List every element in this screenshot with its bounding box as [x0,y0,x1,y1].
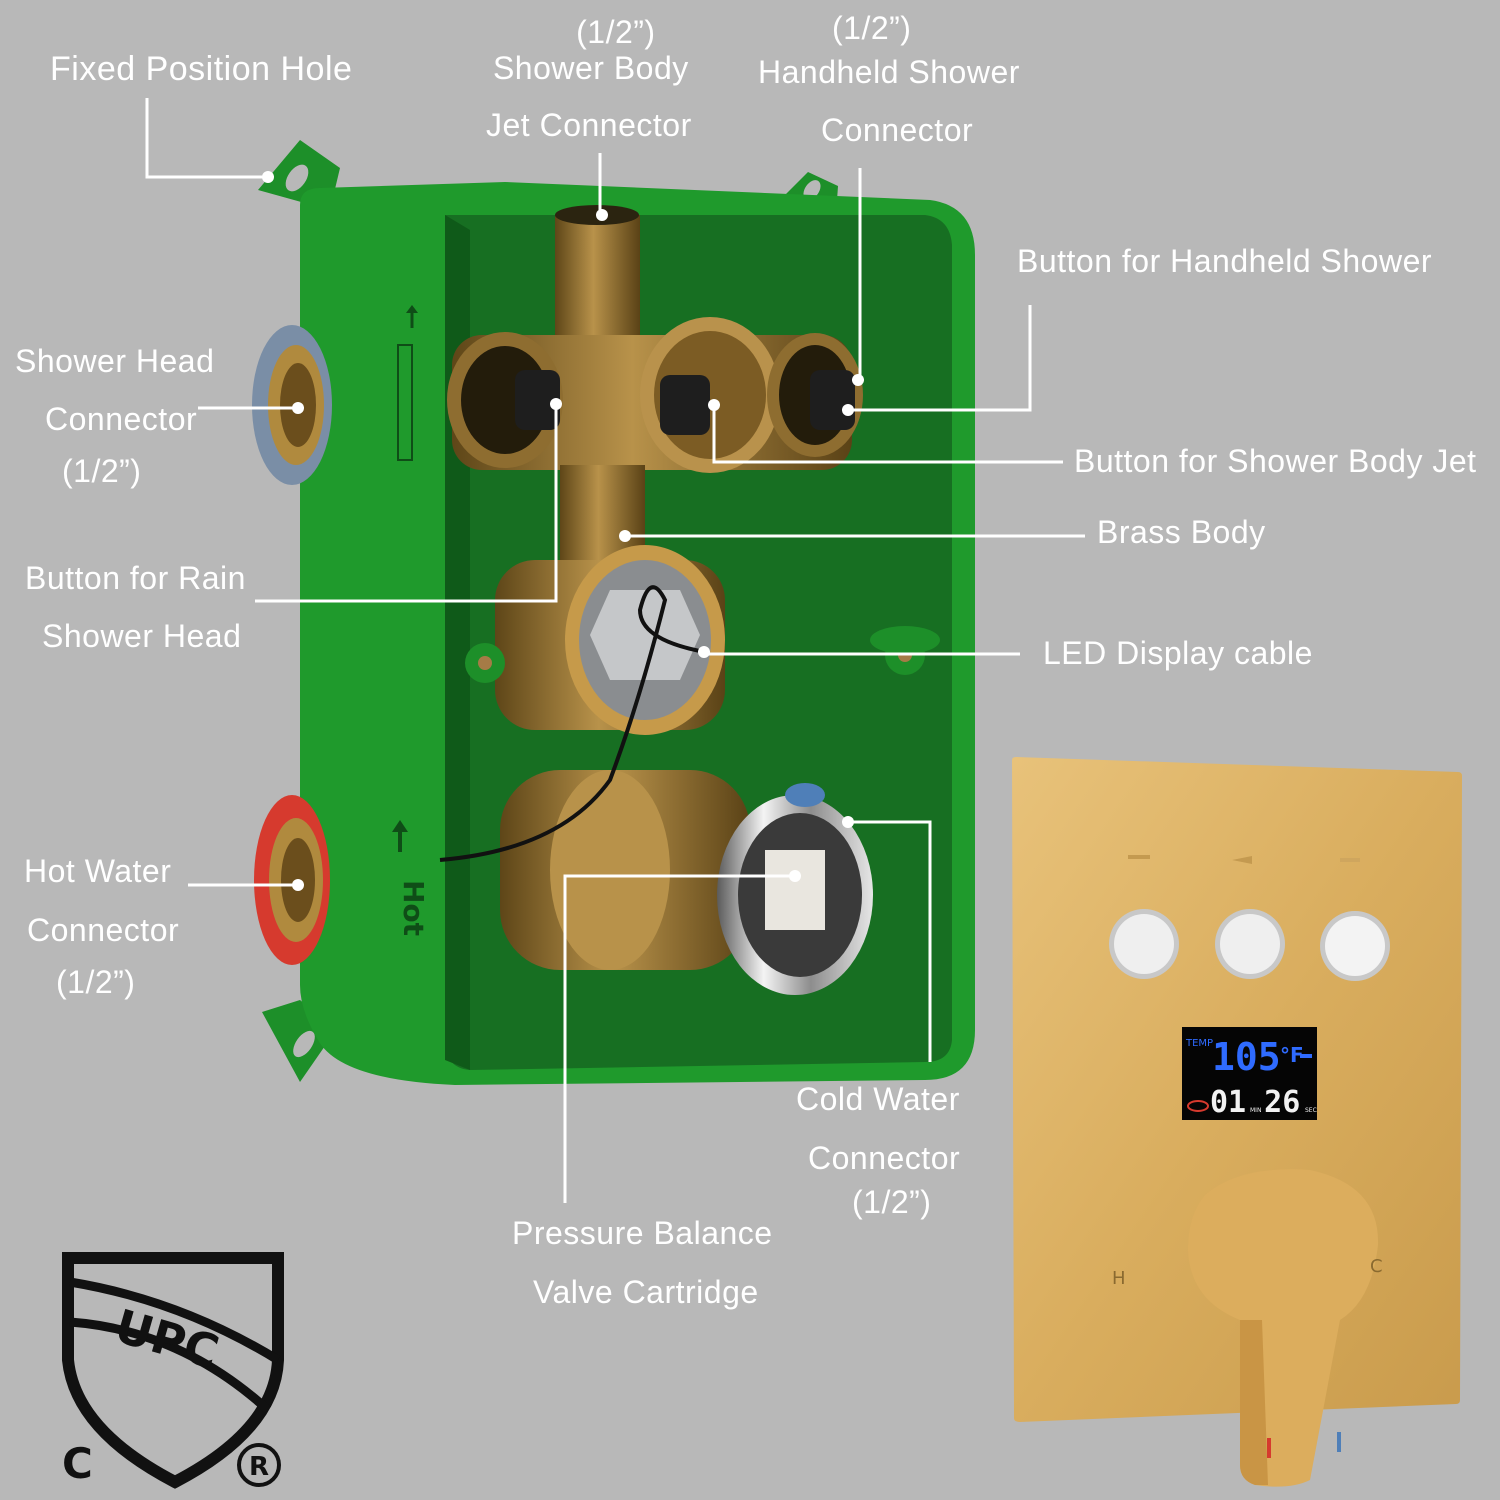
upc-cert-mark: UPC C R [62,1252,284,1489]
label-line: Connector [45,401,198,437]
label-button-handheld: Button for Handheld Shower [1017,243,1433,279]
label-shower-body-jet-connector: (1/2”) Shower Body Jet Connector [486,16,692,141]
label-line: (1/2”) [576,14,656,50]
time-readout: 01 26 [1210,1085,1300,1120]
leader-button-body-jet [712,405,1063,464]
trim-hot-mark: H [1112,1268,1126,1289]
label-fixed-position-hole: Fixed Position Hole [50,50,353,88]
hot-water-connector-port [254,795,330,965]
label-brass-body: Brass Body [1097,514,1266,550]
mode-icons [1128,855,1360,864]
trim-plate: TEMP 105 °F 01 26 MIN SEC H C [1012,757,1462,1487]
label-cold-water-connector: Cold Water Connector (1/2”) [796,1083,960,1218]
label-line: (1/2”) [62,453,142,489]
led-display-cable [439,585,706,862]
min-tag: MIN [1250,1107,1261,1114]
label-line: Connector [808,1140,961,1176]
label-line: Shower Head [42,618,242,654]
label-cartridge: Pressure Balance Valve Cartridge [512,1217,773,1308]
sec-tag: SEC [1305,1107,1317,1114]
temp-unit: °F [1280,1043,1304,1067]
shower-head-connector-port [252,325,332,485]
temp-tag: TEMP [1185,1038,1213,1049]
leader-button-rain [255,404,558,603]
leader-fixed-hole [145,98,268,179]
label-button-body-jet: Button for Shower Body Jet [1074,443,1477,479]
label-handheld-connector: (1/2”) Handheld Shower Connector [758,12,1020,146]
mixer-lever-handle[interactable] [1188,1169,1379,1487]
hot-mark: Hot [397,880,430,936]
leader-cartridge [563,874,795,1203]
mode-button-body-jet[interactable] [1215,909,1285,979]
label-line: Valve Cartridge [533,1274,759,1310]
label-line: Cold Water [796,1081,960,1117]
label-line: Shower Head [15,343,215,379]
label-line: Handheld Shower [758,54,1020,90]
label-line: Shower Body [492,50,689,86]
cert-r: R [249,1452,269,1482]
label-line: Pressure Balance [512,1215,773,1251]
mode-button-handheld[interactable] [1320,911,1390,981]
label-line: Connector [27,912,180,948]
label-line: (1/2”) [852,1184,932,1220]
temp-readout: 105 [1212,1035,1281,1079]
hot-arrow [392,820,408,852]
cert-c: C [62,1439,93,1488]
registered-circle [237,1443,281,1487]
label-line: Button for Rain [25,560,246,596]
upc-text: UPC [109,1299,225,1380]
brass-body [447,205,940,995]
leader-button-handheld [848,305,1032,412]
label-led-cable: LED Display cable [1043,635,1313,671]
label-line: (1/2”) [56,964,136,1000]
label-line: Hot Water [24,853,172,889]
label-hot-water-connector: Hot Water Connector (1/2”) [24,855,179,998]
label-line: Connector [821,112,974,148]
leader-cold-water [848,820,932,1062]
led-display: TEMP 105 °F 01 26 MIN SEC [1182,1027,1317,1120]
label-line: Jet Connector [486,107,692,143]
label-button-rain: Button for Rain Shower Head [25,562,246,652]
mode-button-rain[interactable] [1109,909,1179,979]
label-shower-head-connector: Shower Head Connector (1/2”) [15,345,214,487]
trim-cold-mark: C [1370,1256,1383,1277]
depth-scale [397,305,418,461]
leader-lines [145,98,1085,1203]
label-line: (1/2”) [832,10,912,46]
